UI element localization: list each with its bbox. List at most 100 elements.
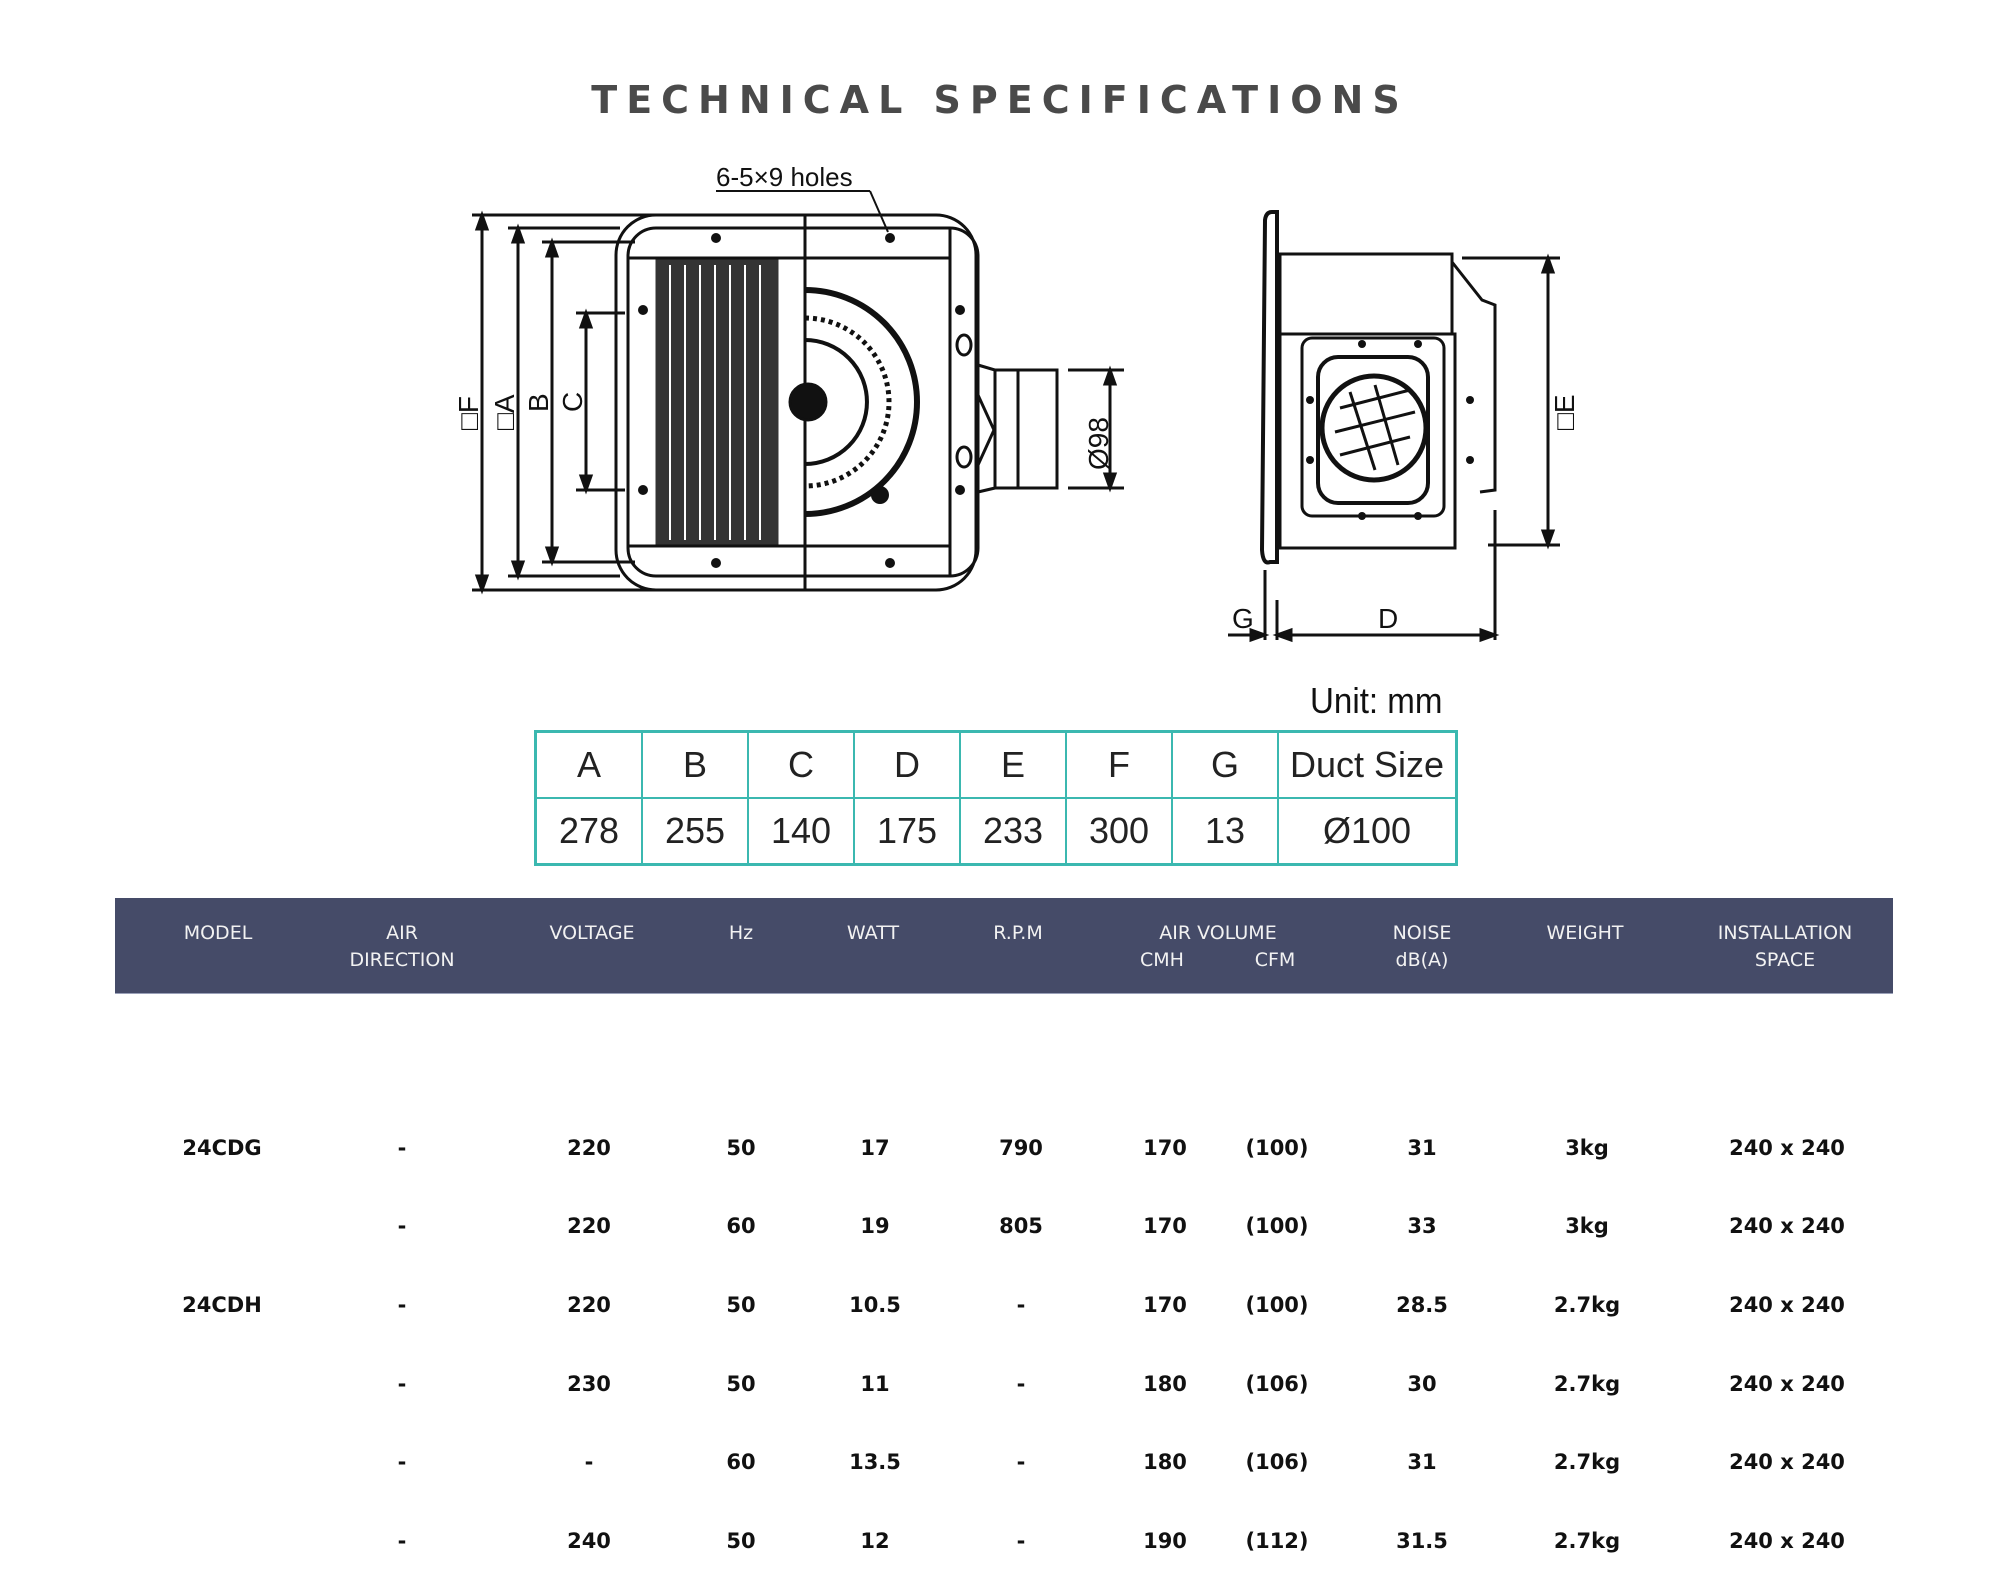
dimensions-value-row: 278 255 140 175 233 300 13 Ø100 bbox=[534, 797, 1458, 866]
dim-value-d: 175 bbox=[853, 797, 961, 866]
cell-model: 24CDG bbox=[182, 1136, 262, 1160]
cell-noise: 31 bbox=[1407, 1136, 1437, 1160]
cell-cfm: (100) bbox=[1245, 1293, 1309, 1317]
cell-noise: 31 bbox=[1407, 1450, 1437, 1474]
cell-installation: 240 x 240 bbox=[1729, 1450, 1845, 1474]
cell-noise: 31.5 bbox=[1396, 1529, 1448, 1553]
cell-noise: 30 bbox=[1407, 1372, 1437, 1396]
cell-hz: 60 bbox=[726, 1214, 756, 1238]
cell-hz: 50 bbox=[726, 1136, 756, 1160]
cell-installation: 240 x 240 bbox=[1729, 1136, 1845, 1160]
col-cmh: CMH bbox=[1140, 949, 1184, 971]
col-cfm: CFM bbox=[1254, 949, 1296, 971]
cell-installation: 240 x 240 bbox=[1729, 1529, 1845, 1553]
cell-hz: 60 bbox=[726, 1450, 756, 1474]
cell-watt: 19 bbox=[860, 1214, 890, 1238]
dim-value-c: 140 bbox=[747, 797, 855, 866]
cell-cmh: 170 bbox=[1143, 1136, 1187, 1160]
holes-callout: 6-5×9 holes bbox=[716, 162, 853, 192]
cell-cmh: 170 bbox=[1143, 1293, 1187, 1317]
side-view-drawing bbox=[1228, 210, 1560, 643]
cell-rpm: - bbox=[1016, 1372, 1026, 1396]
spec-table-header: MODEL AIR DIRECTION VOLTAGE Hz WATT R.P.M… bbox=[115, 898, 1893, 993]
dimension-label-a: □A bbox=[489, 394, 520, 430]
dim-header-c: C bbox=[747, 730, 855, 799]
col-air-volume: AIR VOLUME bbox=[1159, 920, 1276, 947]
dim-header-f: F bbox=[1065, 730, 1173, 799]
unit-label: Unit: mm bbox=[1310, 680, 1443, 721]
cell-rpm: - bbox=[1016, 1529, 1026, 1553]
cell-rpm: 790 bbox=[999, 1136, 1043, 1160]
cell-installation: 240 x 240 bbox=[1729, 1293, 1845, 1317]
table-row: - - 60 13.5 - 180 (106) 31 2.7kg 240 x 2… bbox=[115, 1450, 1893, 1490]
col-air-volume-label: AIR VOLUME bbox=[1159, 922, 1277, 944]
dim-header-g: G bbox=[1171, 730, 1279, 799]
cell-noise: 28.5 bbox=[1396, 1293, 1448, 1317]
cell-noise: 33 bbox=[1407, 1214, 1437, 1238]
col-air-direction: AIR DIRECTION bbox=[349, 920, 454, 974]
cell-watt: 17 bbox=[860, 1136, 890, 1160]
table-row: 24CDG - 220 50 17 790 170 (100) 31 3kg 2… bbox=[115, 1136, 1893, 1176]
cell-cfm: (100) bbox=[1245, 1214, 1309, 1238]
col-air-direction-line1: AIR bbox=[386, 922, 418, 944]
spec-table: MODEL AIR DIRECTION VOLTAGE Hz WATT R.P.M… bbox=[115, 898, 1893, 1553]
cell-voltage: - bbox=[584, 1450, 594, 1474]
col-model: MODEL bbox=[184, 920, 253, 947]
col-model-label: MODEL bbox=[183, 922, 253, 944]
col-weight-label: WEIGHT bbox=[1546, 922, 1624, 944]
cell-watt: 11 bbox=[860, 1372, 890, 1396]
table-row: - 230 50 11 - 180 (106) 30 2.7kg 240 x 2… bbox=[115, 1372, 1893, 1412]
cell-cmh: 170 bbox=[1143, 1214, 1187, 1238]
cell-air-direction: - bbox=[397, 1214, 407, 1238]
cell-rpm: - bbox=[1016, 1450, 1026, 1474]
col-watt: WATT bbox=[847, 920, 899, 947]
cell-cfm: (112) bbox=[1245, 1529, 1309, 1553]
dim-header-a: A bbox=[534, 730, 643, 799]
dim-header-d: D bbox=[853, 730, 961, 799]
col-air-direction-line2: DIRECTION bbox=[349, 949, 455, 971]
col-hz-label: Hz bbox=[728, 922, 754, 944]
cell-cmh: 180 bbox=[1143, 1450, 1187, 1474]
cell-air-direction: - bbox=[397, 1136, 407, 1160]
table-row: - 220 60 19 805 170 (100) 33 3kg 240 x 2… bbox=[115, 1214, 1893, 1254]
cell-cmh: 180 bbox=[1143, 1372, 1187, 1396]
cell-rpm: 805 bbox=[999, 1214, 1043, 1238]
cell-cfm: (106) bbox=[1245, 1372, 1309, 1396]
dim-value-g: 13 bbox=[1171, 797, 1279, 866]
cell-hz: 50 bbox=[726, 1293, 756, 1317]
cell-voltage: 230 bbox=[567, 1372, 611, 1396]
col-voltage: VOLTAGE bbox=[549, 920, 634, 947]
cell-voltage: 220 bbox=[567, 1136, 611, 1160]
dimension-label-e: □E bbox=[1549, 394, 1580, 430]
cell-cfm: (106) bbox=[1245, 1450, 1309, 1474]
col-hz: Hz bbox=[729, 920, 753, 947]
dimensions-table: A B C D E F G Duct Size 278 255 140 175 … bbox=[534, 730, 1458, 866]
cell-cmh: 190 bbox=[1143, 1529, 1187, 1553]
cell-weight: 2.7kg bbox=[1553, 1529, 1621, 1553]
col-noise-line1: NOISE bbox=[1392, 922, 1452, 944]
dimension-label-g: G bbox=[1232, 603, 1254, 634]
cell-hz: 50 bbox=[726, 1529, 756, 1553]
col-weight: WEIGHT bbox=[1546, 920, 1623, 947]
front-view-drawing bbox=[472, 190, 1124, 595]
dim-value-b: 255 bbox=[641, 797, 749, 866]
cell-air-direction: - bbox=[397, 1293, 407, 1317]
dimension-label-b: B bbox=[523, 393, 554, 412]
cell-air-direction: - bbox=[397, 1529, 407, 1553]
dim-header-b: B bbox=[641, 730, 749, 799]
duct-diameter-label: Ø98 bbox=[1083, 417, 1114, 470]
cell-watt: 13.5 bbox=[849, 1450, 901, 1474]
cell-weight: 2.7kg bbox=[1553, 1450, 1621, 1474]
cell-air-direction: - bbox=[397, 1372, 407, 1396]
col-noise-line2: dB(A) bbox=[1395, 949, 1449, 971]
page-title: TECHNICAL SPECIFICATIONS bbox=[591, 78, 1409, 122]
cell-rpm: - bbox=[1016, 1293, 1026, 1317]
cell-weight: 2.7kg bbox=[1553, 1372, 1621, 1396]
table-row: 24CDH - 220 50 10.5 - 170 (100) 28.5 2.7… bbox=[115, 1293, 1893, 1333]
col-installation-line1: INSTALLATION bbox=[1717, 922, 1853, 944]
col-rpm: R.P.M bbox=[993, 920, 1043, 947]
col-voltage-label: VOLTAGE bbox=[549, 922, 635, 944]
dim-value-duct-size: Ø100 bbox=[1277, 797, 1458, 866]
cell-weight: 2.7kg bbox=[1553, 1293, 1621, 1317]
dim-header-e: E bbox=[959, 730, 1067, 799]
